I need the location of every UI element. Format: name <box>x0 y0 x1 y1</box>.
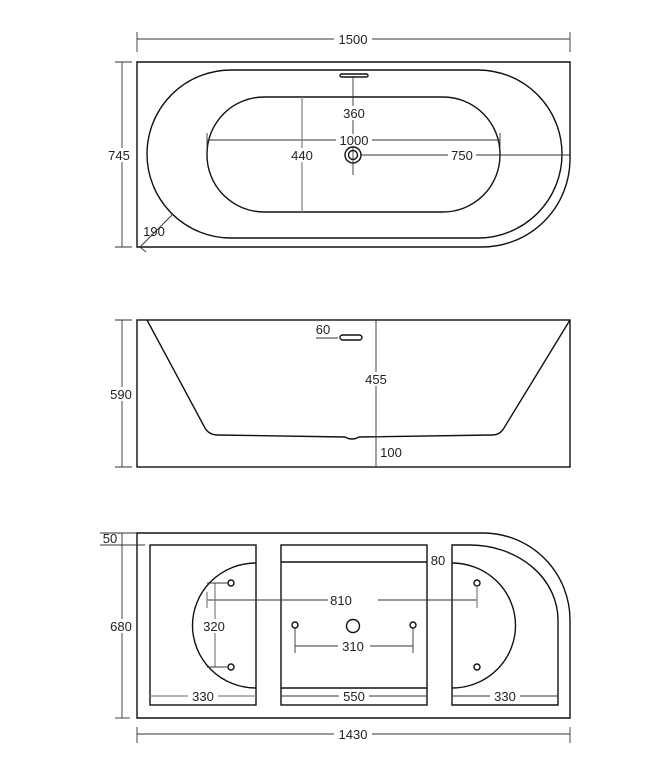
dim-310: 310 <box>342 639 364 654</box>
center-drain-hole <box>345 618 361 634</box>
top-inner-basin <box>206 96 501 213</box>
side-view: 60 455 100 590 <box>106 319 571 468</box>
dim-330-left: 330 <box>192 689 214 704</box>
base-view: 810 320 310 330 550 330 1430 680 50 80 <box>100 531 571 743</box>
left-bay <box>149 544 257 706</box>
top-rim-oval <box>146 69 563 239</box>
dim-440: 440 <box>291 148 313 163</box>
dim-1500: 1500 <box>339 32 368 47</box>
dim-320: 320 <box>203 619 225 634</box>
base-outline <box>136 532 571 719</box>
dim-590: 590 <box>110 387 132 402</box>
right-bay <box>451 544 559 706</box>
dim-100: 100 <box>380 445 402 460</box>
dim-750: 750 <box>451 148 473 163</box>
dim-455: 455 <box>365 372 387 387</box>
dim-80: 80 <box>431 553 445 568</box>
dim-50: 50 <box>103 531 117 546</box>
side-outline <box>136 319 571 468</box>
dim-330-right: 330 <box>494 689 516 704</box>
center-bay <box>280 544 428 706</box>
dim-680: 680 <box>110 619 132 634</box>
overflow-icon <box>339 73 369 78</box>
dim-190: 190 <box>143 224 165 239</box>
dim-550: 550 <box>343 689 365 704</box>
dim-360: 360 <box>343 106 365 121</box>
dim-line-190 <box>139 214 173 253</box>
top-view: 1500 745 360 1000 440 750 190 <box>104 32 571 253</box>
dim-1000: 1000 <box>340 133 369 148</box>
dim-1430: 1430 <box>339 727 368 742</box>
side-tub-profile <box>146 319 571 440</box>
dim-745: 745 <box>108 148 130 163</box>
right-foot-arc <box>451 562 517 689</box>
dim-810: 810 <box>330 593 352 608</box>
top-outer-outline <box>136 61 571 248</box>
left-foot-arc <box>191 562 257 689</box>
dim-60: 60 <box>316 322 330 337</box>
side-overflow-icon <box>339 334 363 341</box>
